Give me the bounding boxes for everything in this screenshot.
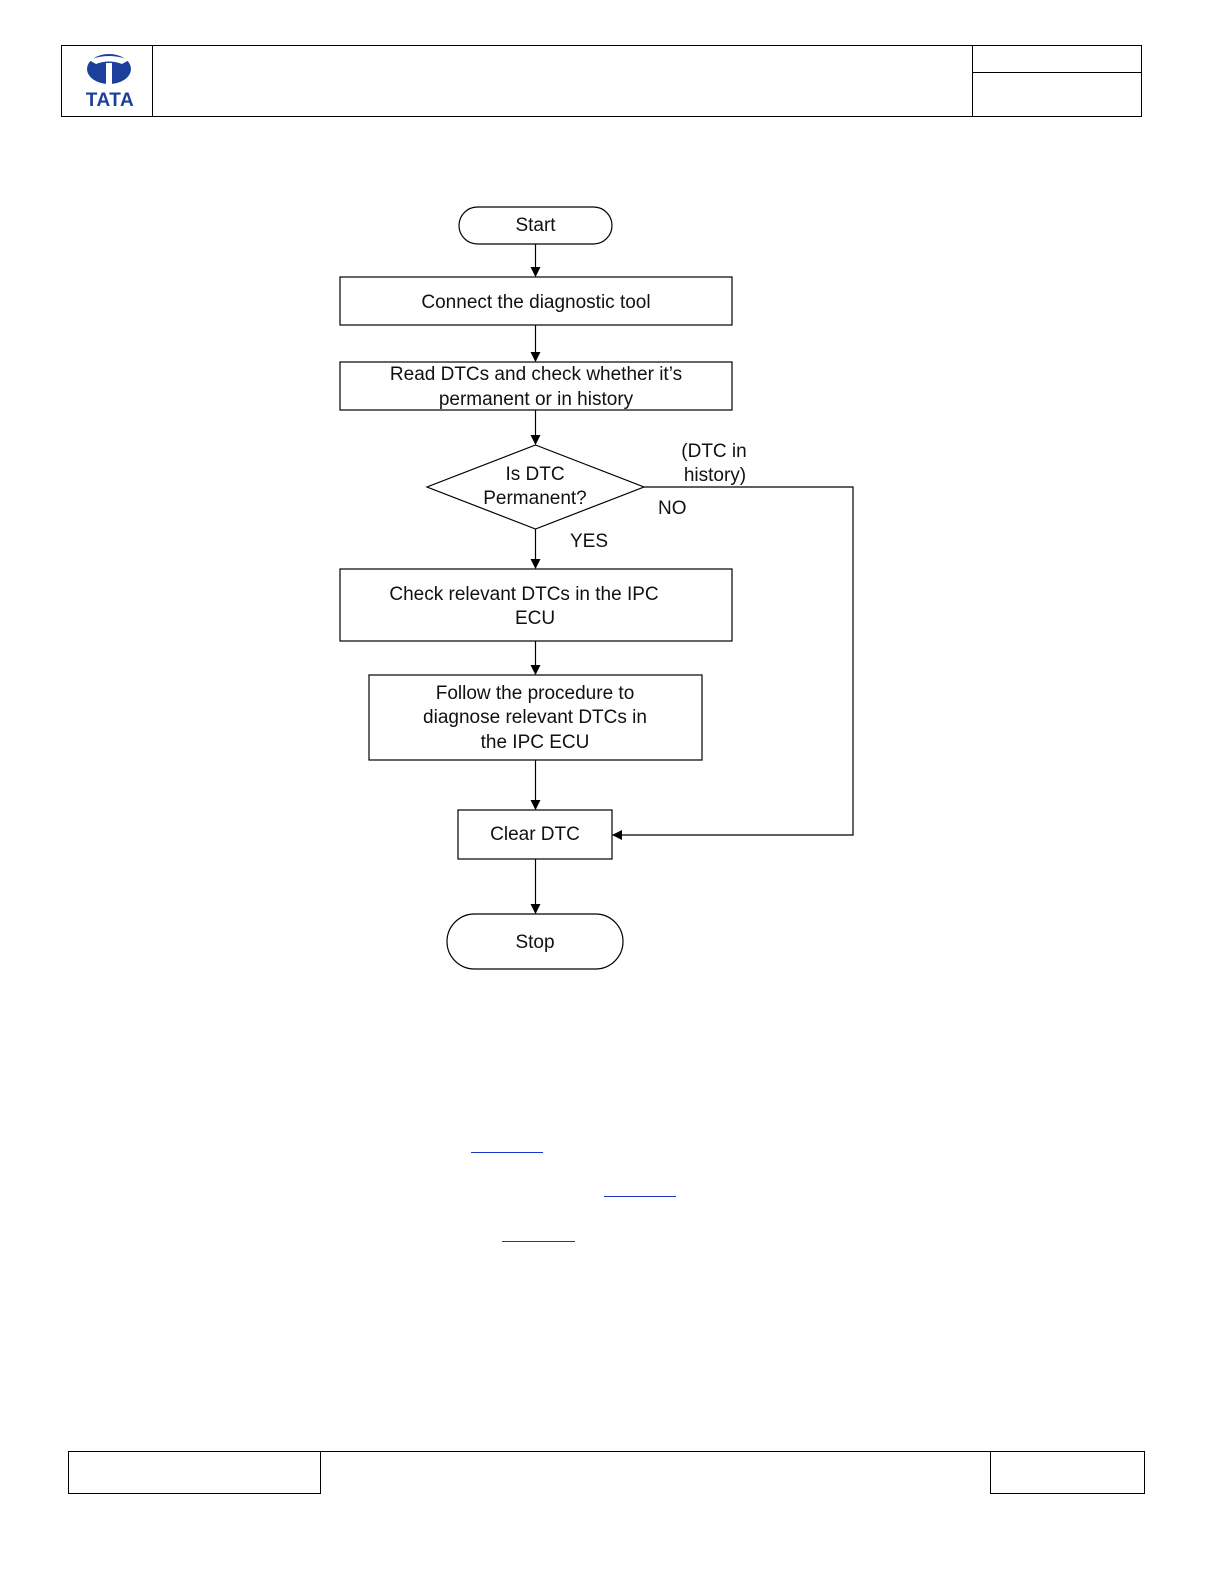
tata-emblem-icon (87, 54, 131, 85)
check-relevant-dtcs-step (339, 568, 733, 642)
header-frame (61, 45, 1142, 117)
footer-right-box (990, 1451, 1145, 1494)
no-note-line1: (DTC in (681, 441, 746, 462)
hyperlink-underline[interactable] (471, 1152, 543, 1153)
procedure-label-line2: diagnose relevant DTCs in (423, 707, 647, 728)
no-label: NO (658, 498, 687, 519)
read-dtcs-label-line2: permanent or in history (439, 389, 634, 410)
clear-dtc-label: Clear DTC (490, 824, 580, 845)
check-dtcs-label-line2: ECU (515, 608, 555, 629)
tata-logo: TATA (62, 46, 152, 116)
start-label: Start (515, 215, 556, 236)
procedure-label-line3: the IPC ECU (481, 732, 590, 753)
hyperlink-underline[interactable] (502, 1241, 575, 1242)
logo-wordmark: TATA (85, 90, 135, 111)
procedure-label-line1: Follow the procedure to (436, 683, 635, 704)
footer-left-box (68, 1451, 321, 1494)
stop-terminal (446, 913, 624, 970)
hyperlink-underline[interactable] (604, 1196, 676, 1197)
clear-dtc-step (457, 809, 613, 860)
follow-procedure-step (368, 674, 703, 761)
permanent-decision (425, 444, 646, 530)
header-divider (152, 45, 153, 117)
stop-label: Stop (515, 932, 554, 953)
decision-label-line1: Is DTC (505, 464, 564, 485)
yes-label: YES (570, 531, 608, 552)
read-dtcs-label-line1: Read DTCs and check whether it’s (390, 364, 682, 385)
header-divider (972, 45, 973, 117)
check-dtcs-label-line1: Check relevant DTCs in the IPC (389, 584, 658, 605)
connect-tool-label: Connect the diagnostic tool (421, 292, 650, 313)
read-dtcs-step (339, 361, 733, 411)
connect-tool-step (339, 276, 733, 326)
no-branch-connector (612, 486, 854, 840)
no-note-line2: history) (684, 465, 746, 486)
footer-divider (320, 1451, 991, 1452)
header-divider (972, 72, 1142, 73)
decision-label-line2: Permanent? (483, 488, 587, 509)
